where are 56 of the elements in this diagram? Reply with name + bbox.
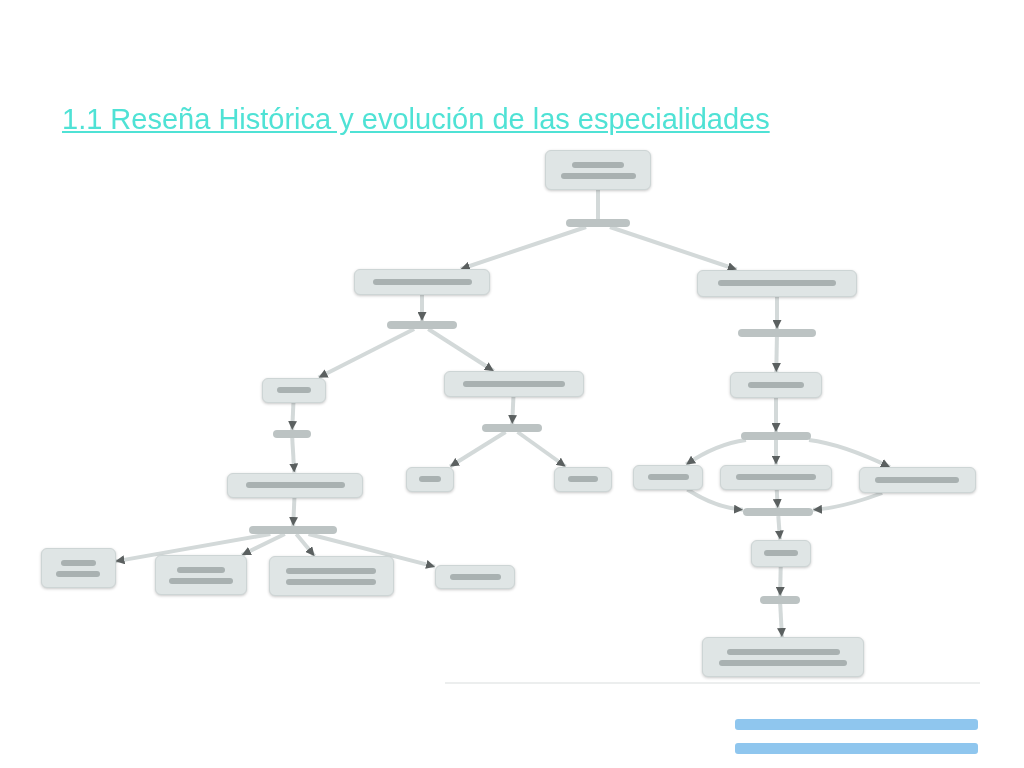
concept-box <box>751 539 811 567</box>
connector-arrow <box>774 515 784 540</box>
concept-box <box>406 466 454 492</box>
concept-box <box>702 637 864 677</box>
concept-box <box>554 466 612 492</box>
concept-box <box>697 269 857 297</box>
text-placeholder <box>249 526 337 534</box>
connector-arrow <box>288 402 298 431</box>
concept-box <box>155 555 247 595</box>
concept-box <box>545 150 651 190</box>
concept-box <box>730 372 822 398</box>
connector-arrow <box>609 225 738 272</box>
text-placeholder <box>743 508 813 516</box>
concept-box <box>262 377 326 403</box>
connector-arrow <box>115 532 271 565</box>
connector-arrow <box>449 430 507 469</box>
connector-arrow <box>808 438 891 469</box>
connector-arrow <box>685 438 747 467</box>
text-placeholder <box>738 329 816 337</box>
connector-arrow <box>294 532 317 558</box>
connector-arrow <box>289 497 299 527</box>
text-placeholder <box>387 321 457 329</box>
text-placeholder <box>482 424 542 432</box>
connector-arrow <box>771 398 781 432</box>
text-placeholder <box>741 432 811 440</box>
concept-box <box>720 464 832 490</box>
text-placeholder <box>566 219 630 227</box>
concept-box <box>633 464 703 490</box>
connector-arrow <box>417 295 427 321</box>
connector-arrow <box>308 532 436 569</box>
connector-arrow <box>772 296 782 329</box>
concept-box <box>227 472 363 498</box>
slide-title: 1.1 Reseña Histórica y evolución de las especialidades <box>62 102 770 137</box>
concept-box <box>858 467 976 493</box>
connector-arrow <box>317 327 416 380</box>
text-placeholder <box>760 596 800 604</box>
text-placeholder <box>273 430 311 438</box>
connector-arrow <box>241 532 286 557</box>
connector-arrow <box>772 489 782 509</box>
concept-box <box>40 548 116 588</box>
connector-arrow <box>508 396 518 425</box>
connector-arrow <box>771 336 781 373</box>
concept-box <box>268 556 394 596</box>
connector-arrow <box>812 491 883 514</box>
connector-arrow <box>775 566 785 597</box>
connector-arrow <box>686 487 744 514</box>
connector-arrow <box>427 327 495 373</box>
connector-arrow <box>289 437 299 473</box>
connector-arrow <box>460 225 587 271</box>
connector-line <box>596 190 600 219</box>
concept-box <box>435 565 515 589</box>
connector-arrow <box>516 430 567 469</box>
connector-arrow <box>777 603 786 638</box>
concept-box <box>444 371 584 397</box>
connector-arrow <box>771 440 781 465</box>
concept-box <box>354 269 490 295</box>
